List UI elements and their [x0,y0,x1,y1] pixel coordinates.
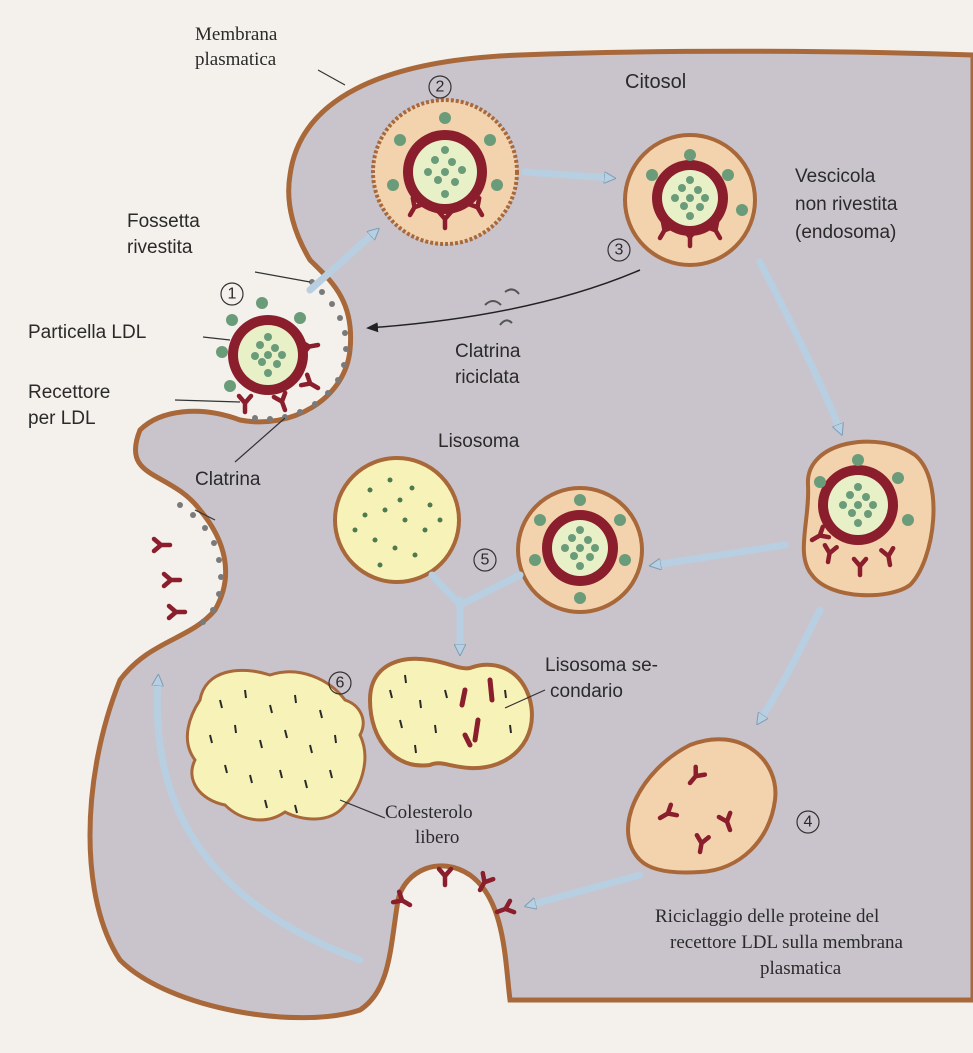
label-recettore-2: per LDL [28,408,96,429]
coated-vesicle-step2 [373,100,517,244]
label-lisosoma: Lisosoma [438,431,520,452]
label-membrana-1: Membrana [195,24,278,45]
lysosome [335,458,459,582]
step-number-6: 6 [336,675,345,692]
label-vescicola-3: (endosoma) [795,222,896,243]
label-riciclaggio-3: plasmatica [760,958,842,979]
step-number-5: 5 [481,552,490,569]
label-particella-ldl: Particella LDL [28,322,146,343]
step-number-2: 2 [436,79,445,96]
label-vescicola-2: non rivestita [795,194,898,215]
endosome-step3 [625,135,755,265]
ldl-particle-step1 [216,297,321,412]
label-fossetta-2: rivestita [127,237,193,258]
label-colesterolo-2: libero [415,827,459,848]
vesicle-step5 [518,488,642,612]
free-cholesterol [187,670,365,820]
receptors-left-membrane [154,539,185,618]
label-lisosoma-secondario-1: Lisosoma se- [545,655,658,676]
step-number-1: 1 [228,286,237,303]
label-clatrina: Clatrina [195,469,261,490]
label-riciclaggio-1: Riciclaggio delle proteine del [655,906,879,927]
label-colesterolo-1: Colesterolo [385,802,473,823]
label-citosol: Citosol [625,71,686,93]
label-fossetta-1: Fossetta [127,211,200,232]
endosome-sorting [804,442,934,596]
label-recettore-1: Recettore [28,382,110,403]
label-clatrina-riciclata-2: riciclata [455,367,520,388]
secondary-lysosome [370,659,532,768]
label-vescicola-1: Vescicola [795,166,876,187]
label-riciclaggio-2: recettore LDL sulla membrana [670,932,904,953]
label-membrana-2: plasmatica [195,49,277,70]
label-lisosoma-secondario-2: condario [550,681,623,702]
step-number-4: 4 [804,814,813,831]
step-number-3: 3 [615,242,624,259]
label-clatrina-riciclata-1: Clatrina [455,341,521,362]
